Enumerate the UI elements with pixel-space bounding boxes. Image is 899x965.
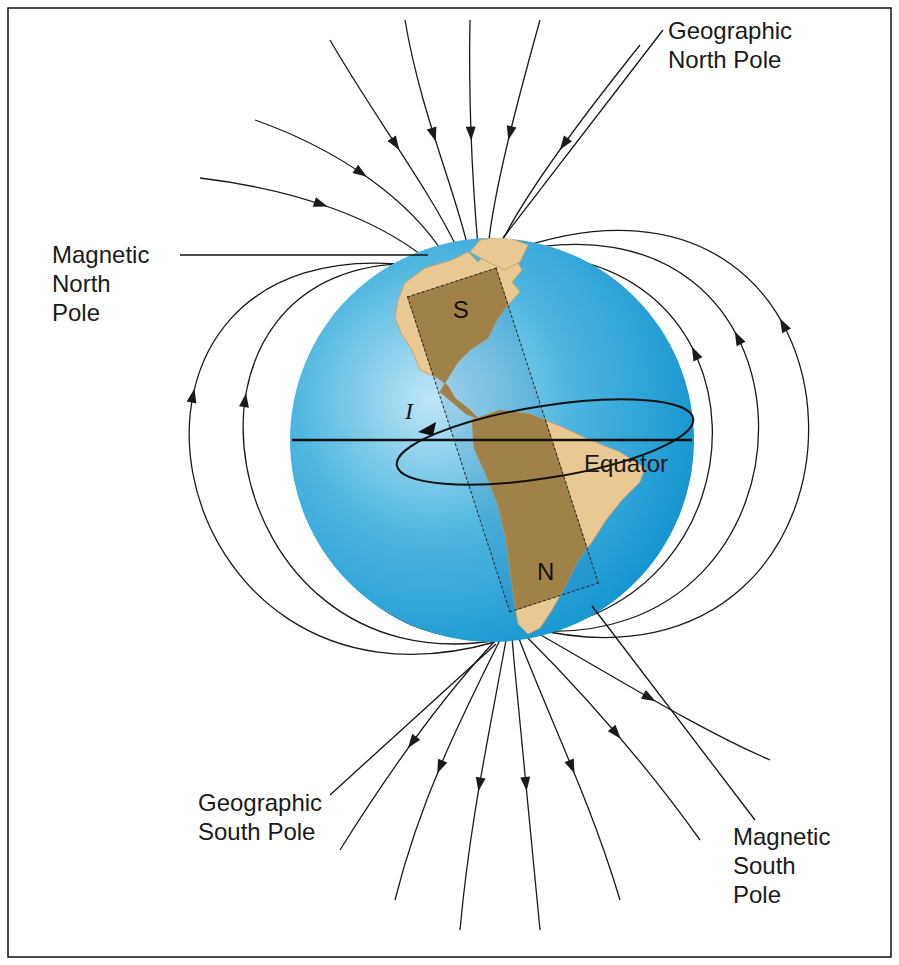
- pole-label: Magnetic North Pole: [52, 240, 149, 327]
- continents: [395, 236, 645, 634]
- arrowhead: [404, 734, 420, 751]
- frame: [8, 8, 891, 957]
- leader-line: [180, 254, 428, 255]
- leader-line: [330, 644, 496, 795]
- current-arrow: [418, 422, 436, 436]
- arrowheads: [187, 125, 791, 792]
- arrowhead: [433, 759, 448, 776]
- arrowhead: [353, 165, 370, 181]
- pole-letter: N: [537, 558, 554, 586]
- pole-letter: S: [453, 296, 469, 324]
- leader-line: [592, 606, 755, 820]
- arrowhead: [313, 197, 329, 211]
- field-lines: [189, 20, 808, 930]
- arrowhead: [730, 329, 745, 346]
- leader-line: [503, 30, 663, 238]
- equator-line: [292, 439, 692, 442]
- arrowhead: [565, 759, 580, 776]
- arrowhead: [687, 345, 702, 362]
- pole-label: I: [405, 397, 413, 426]
- arrowhead: [466, 126, 477, 140]
- arrowhead: [187, 388, 200, 404]
- globe: [290, 238, 694, 642]
- arrowhead: [776, 316, 791, 333]
- pole-label: Equator: [584, 449, 668, 478]
- arrowhead: [520, 777, 531, 792]
- arrowhead: [608, 725, 625, 742]
- arrowhead: [503, 125, 516, 141]
- pole-label: Magnetic South Pole: [733, 822, 830, 909]
- current-loop: [391, 383, 699, 501]
- arrowhead: [427, 127, 441, 143]
- pole-label: Geographic North Pole: [668, 16, 792, 74]
- arrowhead: [387, 136, 403, 153]
- pole-label: Geographic South Pole: [198, 788, 322, 846]
- arrowhead: [556, 135, 572, 152]
- arrowhead: [473, 777, 485, 792]
- arrowhead: [641, 690, 658, 706]
- arrowhead: [239, 393, 251, 408]
